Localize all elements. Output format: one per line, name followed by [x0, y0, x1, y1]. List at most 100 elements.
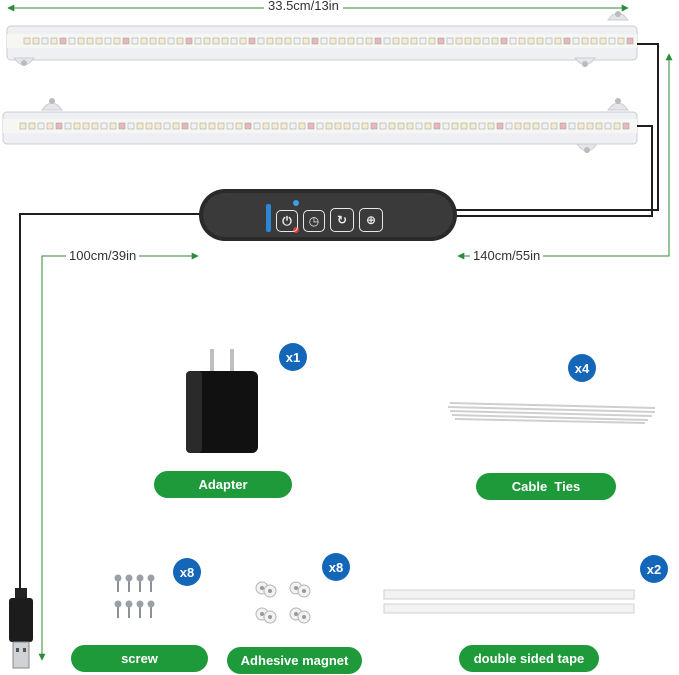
led-chip: [325, 122, 333, 130]
led-chip: [91, 122, 99, 130]
led-chip: [181, 122, 189, 130]
led-chip: [518, 37, 526, 45]
led-chip: [550, 122, 558, 130]
magnet-hole: [294, 586, 298, 590]
led-chip: [226, 122, 234, 130]
led-chip: [167, 37, 175, 45]
led-chip: [514, 122, 522, 130]
led-chip: [176, 37, 184, 45]
dimmer-icon[interactable]: ⊕: [359, 208, 383, 232]
led-chip: [334, 122, 342, 130]
led-chip: [478, 122, 486, 130]
led-chip: [374, 37, 382, 45]
led-chip: [329, 37, 337, 45]
led-chip: [118, 122, 126, 130]
screw-head: [114, 600, 122, 608]
led-chip: [532, 122, 540, 130]
controller: [199, 189, 457, 241]
led-chip: [338, 37, 346, 45]
led-chip: [100, 122, 108, 130]
magnet-qty-badge: x8: [322, 553, 350, 581]
adapter-image: [186, 349, 258, 453]
timer-icon[interactable]: ◷: [303, 210, 325, 232]
led-chip: [433, 122, 441, 130]
led-chip: [221, 37, 229, 45]
led-chip: [136, 122, 144, 130]
cycle-icon[interactable]: ↻: [330, 208, 354, 232]
led-chip: [217, 122, 225, 130]
tape-label: double sided tape: [459, 645, 599, 672]
usb-plug: [9, 588, 33, 669]
led-chip: [527, 37, 535, 45]
led-chip: [563, 37, 571, 45]
led-chip: [158, 37, 166, 45]
screws-image: [114, 574, 155, 618]
led-chip: [415, 122, 423, 130]
led-chip: [487, 122, 495, 130]
led-chip: [77, 37, 85, 45]
led-chip: [257, 37, 265, 45]
cable-ties-label: Cable Ties: [476, 473, 616, 500]
led-chip: [163, 122, 171, 130]
led-chip: [46, 122, 54, 130]
led-chip: [37, 122, 45, 130]
magnet-hole: [268, 615, 272, 619]
led-chip: [253, 122, 261, 130]
led-chip: [356, 37, 364, 45]
magnet-hole: [260, 612, 264, 616]
led-chip: [379, 122, 387, 130]
led-chip: [406, 122, 414, 130]
led-chip: [50, 37, 58, 45]
led-chip: [32, 37, 40, 45]
led-chip: [86, 37, 94, 45]
led-chip: [68, 37, 76, 45]
left-cable-label: 100cm/39in: [66, 248, 140, 263]
led-chip: [424, 122, 432, 130]
led-chip: [23, 37, 31, 45]
led-chip: [311, 37, 319, 45]
led-chip: [361, 122, 369, 130]
led-chip: [140, 37, 148, 45]
led-chip: [599, 37, 607, 45]
led-chip: [523, 122, 531, 130]
screw-head: [147, 574, 155, 582]
led-chip: [104, 37, 112, 45]
led-chip: [370, 122, 378, 130]
led-chip: [199, 122, 207, 130]
screw-qty-badge: x8: [173, 558, 201, 586]
led-chip: [451, 122, 459, 130]
led-chip: [437, 37, 445, 45]
led-chip: [410, 37, 418, 45]
led-chip: [482, 37, 490, 45]
led-chip: [622, 122, 630, 130]
power-icon[interactable]: ⏻: [276, 210, 298, 232]
screw-head: [136, 574, 144, 582]
led-chip: [185, 37, 193, 45]
screw-head: [147, 600, 155, 608]
led-chip: [203, 37, 211, 45]
led-chip: [554, 37, 562, 45]
led-chip: [392, 37, 400, 45]
strip-length-label: 33.5cm/13in: [264, 0, 343, 13]
magnet-hole: [302, 589, 306, 593]
led-strip-bottom: [2, 98, 638, 153]
led-chip: [559, 122, 567, 130]
led-chip: [541, 122, 549, 130]
led-chip: [280, 122, 288, 130]
led-chip: [442, 122, 450, 130]
led-chip: [19, 122, 27, 130]
tape-image: [383, 589, 635, 614]
led-chip: [59, 37, 67, 45]
led-chip: [509, 37, 517, 45]
led-chip: [608, 37, 616, 45]
led-chip: [145, 122, 153, 130]
screw-label: screw: [71, 645, 208, 672]
led-chip: [626, 37, 634, 45]
led-chip: [604, 122, 612, 130]
led-chip: [617, 37, 625, 45]
led-chip: [491, 37, 499, 45]
led-chip: [293, 37, 301, 45]
right-cable-label: 140cm/55in: [470, 248, 544, 263]
led-chip: [172, 122, 180, 130]
